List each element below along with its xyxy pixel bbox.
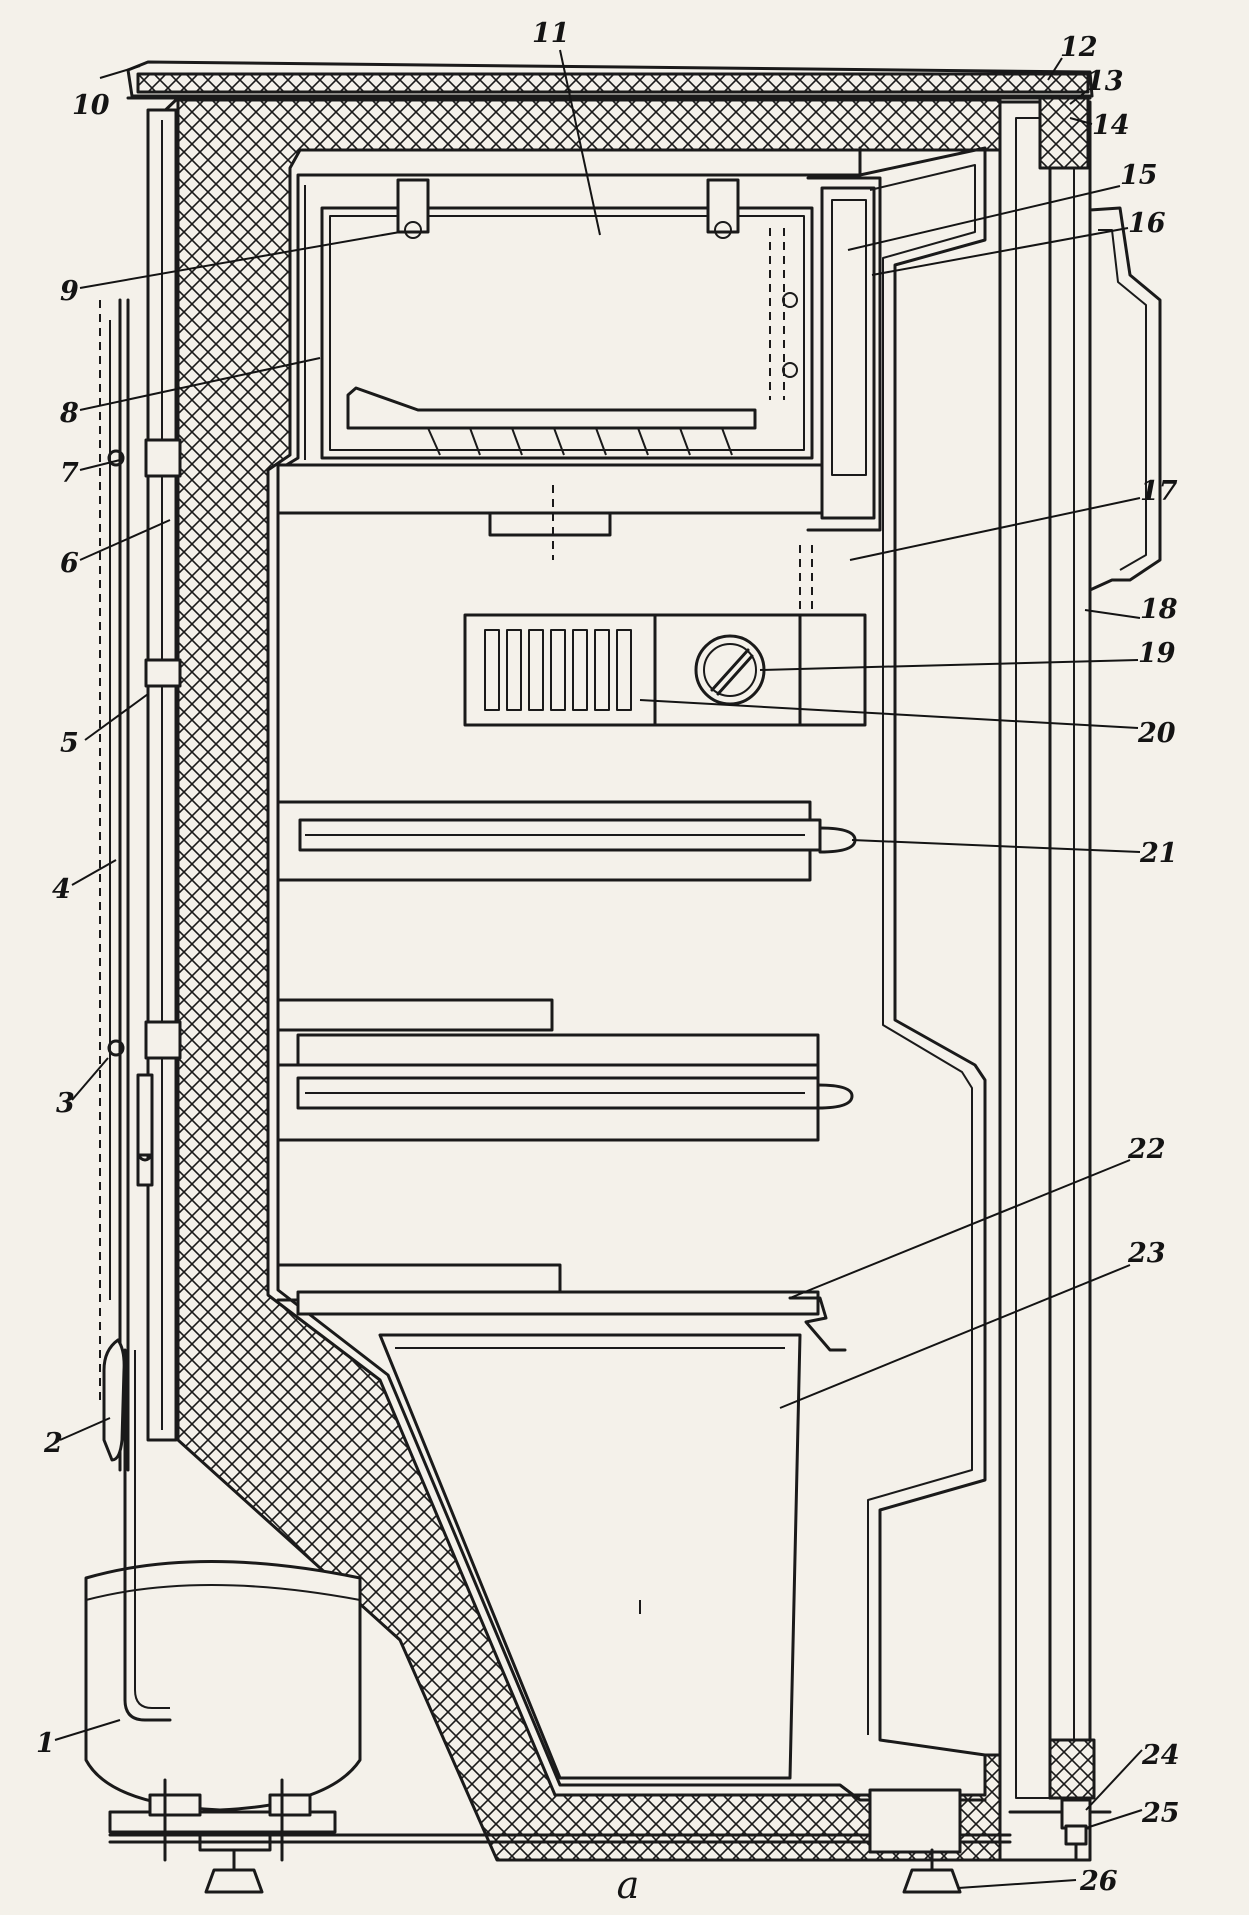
callout-16: 16 (1128, 208, 1166, 239)
thermostat-block (463, 545, 867, 727)
callout-6: 6 (60, 548, 79, 579)
door-handle (1088, 206, 1162, 592)
bottom-hinge (1008, 1798, 1112, 1862)
callout-25: 25 (1141, 1798, 1180, 1829)
vent-grille (484, 629, 632, 711)
callout-19: 19 (1138, 638, 1176, 669)
leader-lines (54, 49, 1143, 1889)
freezer-compartment (276, 178, 840, 560)
top-panel (126, 60, 1094, 100)
callout-13: 13 (1086, 66, 1124, 97)
callout-7: 7 (60, 458, 79, 489)
leveling-foot-left (204, 1848, 264, 1894)
callout-2: 2 (43, 1428, 63, 1459)
callout-21: 21 (1139, 838, 1178, 869)
callout-8: 8 (59, 398, 79, 429)
figure-caption: а (617, 1863, 640, 1907)
cabinet-insulation (176, 98, 1002, 1862)
callout-26: 26 (1079, 1866, 1118, 1897)
callout-22: 22 (1127, 1134, 1166, 1165)
vegetable-crisper (378, 1333, 802, 1780)
callout-15: 15 (1120, 160, 1158, 191)
compressor (84, 1348, 362, 1812)
callout-20: 20 (1137, 718, 1176, 749)
callout-1: 1 (36, 1728, 55, 1759)
callout-11: 11 (532, 18, 570, 49)
shelf-lower (276, 1263, 847, 1352)
callout-18: 18 (1140, 594, 1178, 625)
callout-23: 23 (1127, 1238, 1166, 1269)
condenser-tubes (99, 96, 182, 1472)
leveling-foot-right (902, 1848, 962, 1894)
callout-labels: 1 2 3 4 5 6 7 8 9 10 11 12 13 14 15 16 1… (36, 18, 1180, 1897)
shelf-middle (276, 998, 854, 1142)
callout-3: 3 (56, 1088, 75, 1119)
callout-9: 9 (60, 276, 79, 307)
base-frame (108, 1788, 1012, 1854)
callout-5: 5 (60, 728, 79, 759)
callout-4: 4 (52, 874, 71, 905)
door-inner-panel (858, 146, 987, 1757)
callout-12: 12 (1060, 32, 1098, 63)
callout-24: 24 (1141, 1740, 1180, 1771)
callout-14: 14 (1092, 110, 1130, 141)
door-outer-panel (998, 96, 1096, 1862)
shelf-upper (276, 800, 857, 882)
callout-10: 10 (72, 90, 110, 121)
freezer-door (769, 176, 882, 532)
callout-17: 17 (1140, 476, 1178, 507)
